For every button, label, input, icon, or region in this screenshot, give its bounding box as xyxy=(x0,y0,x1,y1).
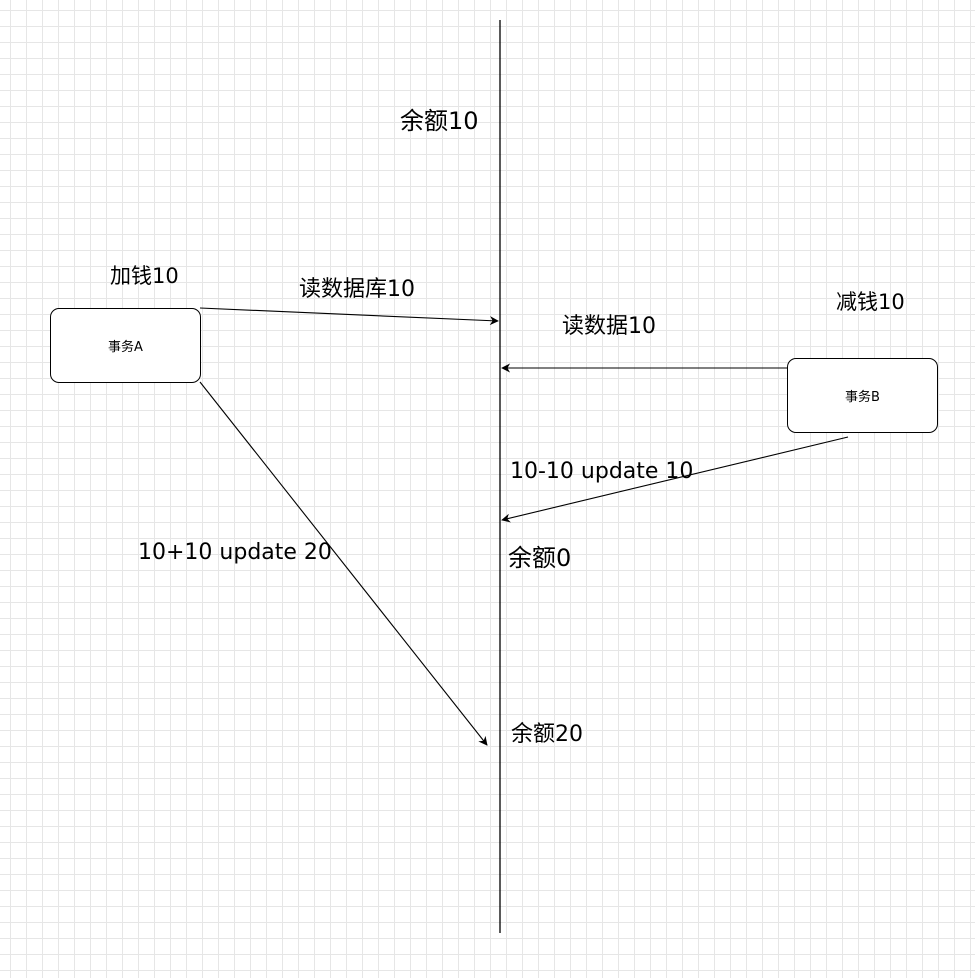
update-minus-label: 10-10 update 10 xyxy=(510,459,694,484)
transaction-a-label: 事务A xyxy=(108,340,143,355)
transaction-a-box: 事务A xyxy=(50,308,201,383)
balance-twenty-label: 余额20 xyxy=(511,722,583,747)
arrow-tx-b-update xyxy=(501,436,849,523)
arrow-tx-a-update xyxy=(199,381,488,746)
balance-initial-label: 余额10 xyxy=(400,107,479,135)
subtract-money-label: 减钱10 xyxy=(836,290,905,314)
balance-zero-label: 余额0 xyxy=(508,544,572,572)
update-plus-label: 10+10 update 20 xyxy=(138,540,332,565)
arrow-tx-a-read xyxy=(199,307,499,326)
add-money-label: 加钱10 xyxy=(110,264,179,288)
read-data-label: 读数据10 xyxy=(562,314,656,339)
transaction-b-label: 事务B xyxy=(845,390,880,405)
transaction-b-box: 事务B xyxy=(787,358,938,433)
read-db-label: 读数据库10 xyxy=(299,277,415,302)
